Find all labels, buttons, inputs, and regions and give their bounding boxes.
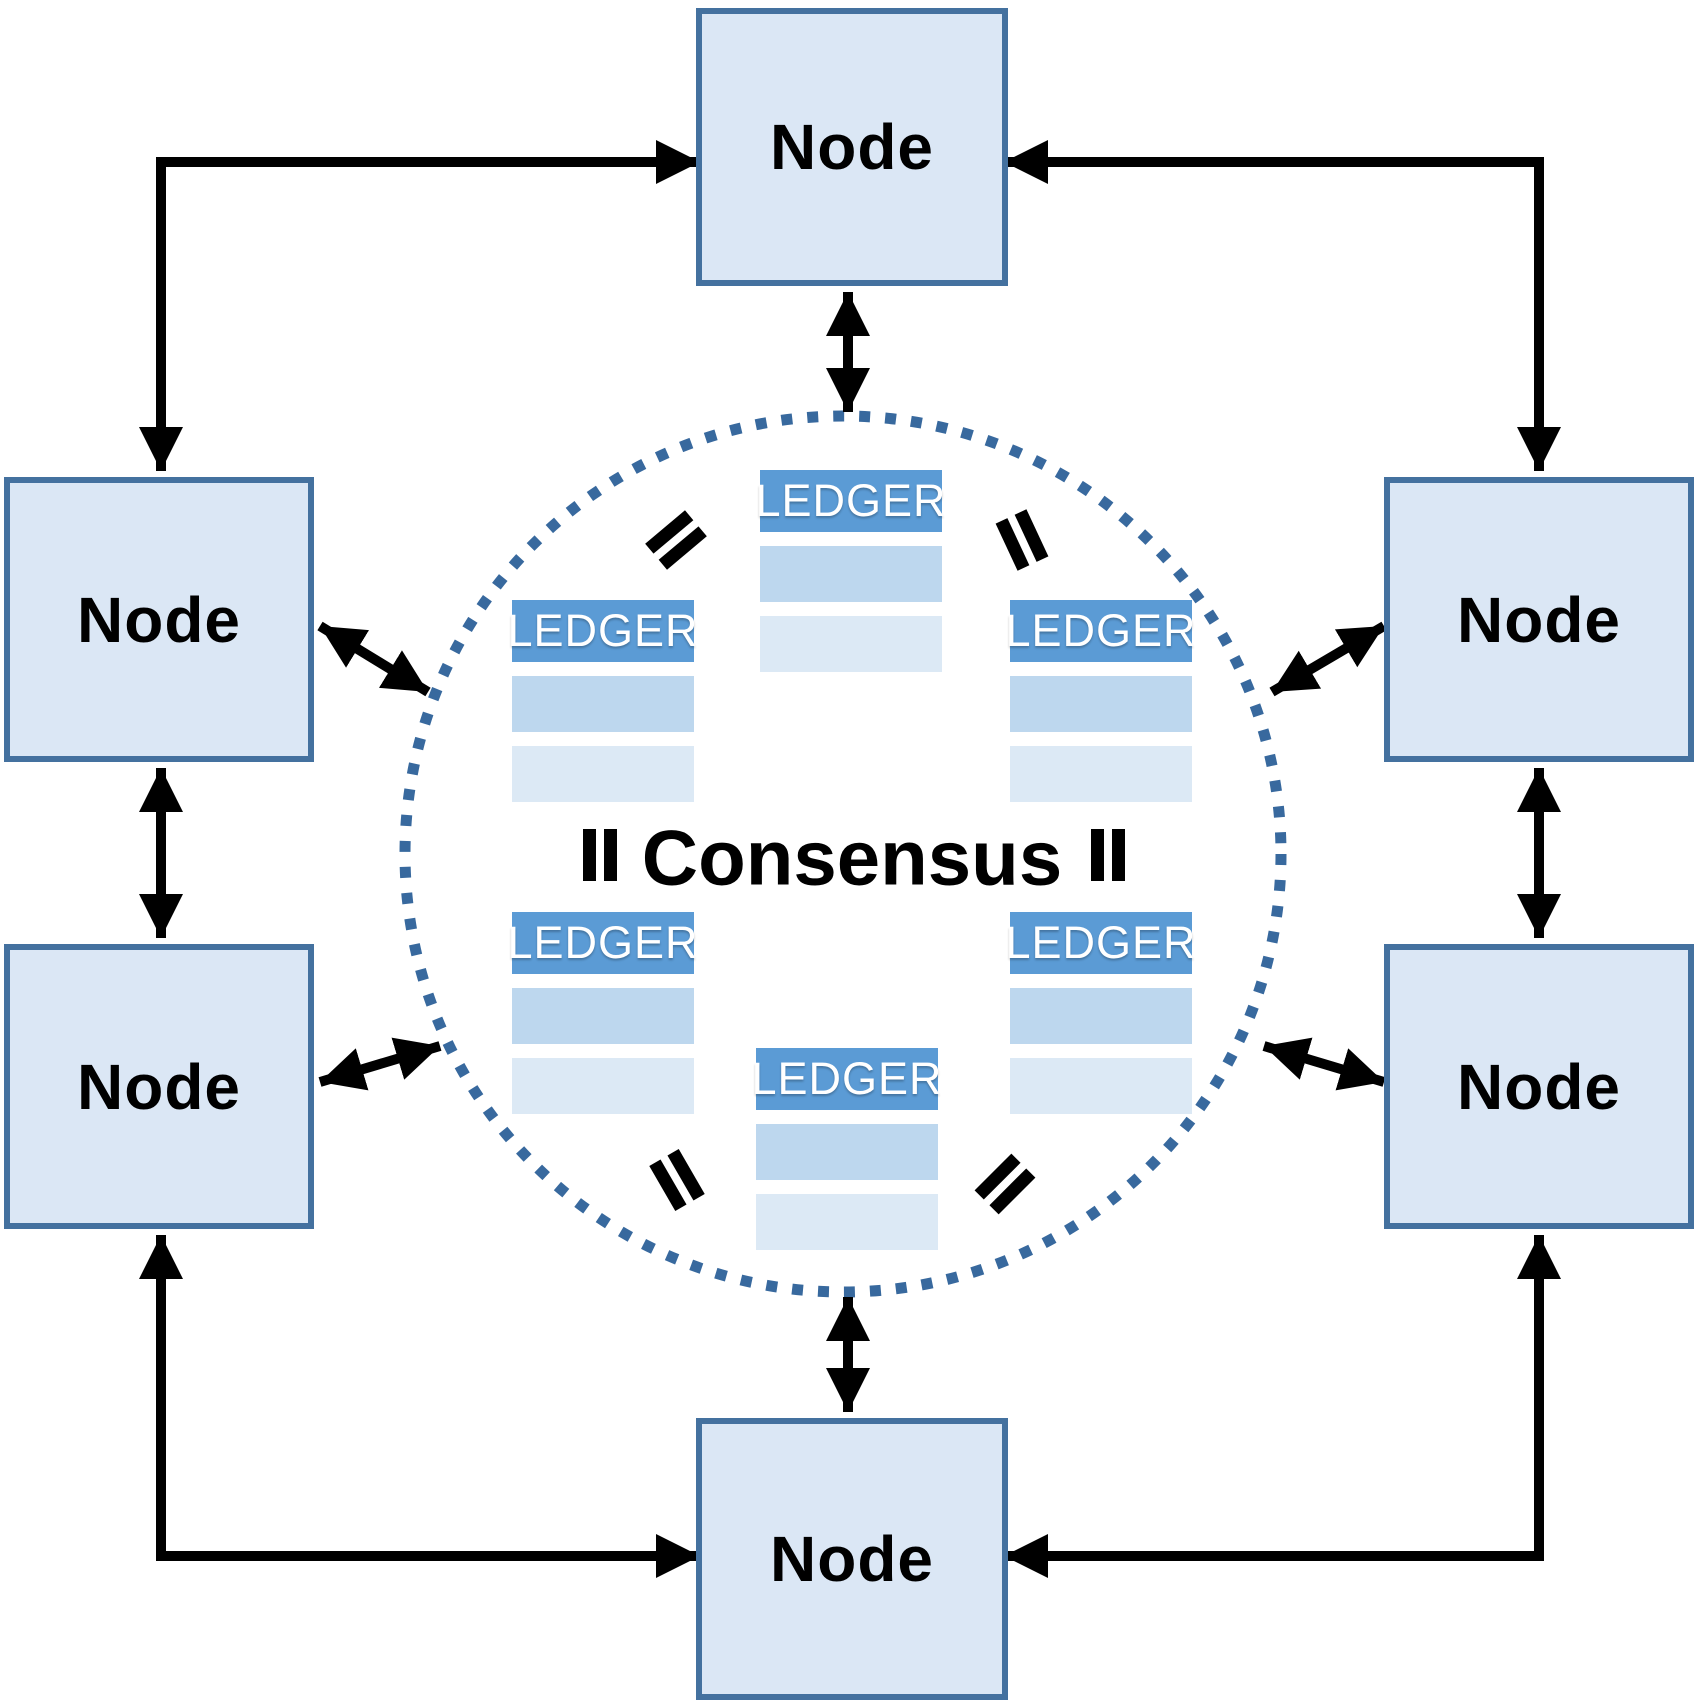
ledger-table-upper-right: LEDGER	[1005, 600, 1196, 802]
node-label: Node	[1457, 583, 1621, 656]
node-box-bottom: Node	[696, 1418, 1008, 1700]
ledger-table-bottom: LEDGER	[751, 1048, 942, 1250]
ledger-header: LEDGER	[1005, 912, 1196, 974]
ledger-row	[512, 676, 694, 732]
ledger-row	[512, 746, 694, 802]
ledger-row	[512, 1058, 694, 1114]
ledger-row	[512, 988, 694, 1044]
node-label: Node	[770, 1523, 934, 1595]
equals-icon-bottom-right	[974, 1153, 1036, 1215]
ledger-row	[760, 546, 942, 602]
ledger-table-upper-left: LEDGER	[507, 600, 698, 802]
ledger-row	[1010, 988, 1192, 1044]
ledger-header: LEDGER	[507, 600, 698, 662]
node-box-right-upper: Node	[1384, 477, 1694, 762]
node-box-left-lower: Node	[4, 944, 314, 1229]
consensus-circle-border	[399, 410, 1287, 1298]
equals-icon-top-left	[645, 510, 707, 570]
ledger-table-top: LEDGER	[755, 470, 946, 672]
ledger-header: LEDGER	[507, 912, 698, 974]
arrow-left-lower-to-circle	[318, 1037, 442, 1091]
ledger-row	[756, 1124, 938, 1180]
node-box-top: Node	[696, 8, 1008, 286]
arrow-top-node-to-right-upper-node	[1004, 139, 1562, 471]
equals-icon-bottom-left	[649, 1148, 705, 1212]
node-box-left-upper: Node	[4, 477, 314, 762]
arrow-left-upper-to-circle	[317, 621, 431, 697]
ledger-row	[1010, 676, 1192, 732]
ledger-header: LEDGER	[751, 1048, 942, 1110]
arrow-bottom-node-to-left-lower-node	[138, 1235, 700, 1579]
equals-icon-middle-right	[1091, 829, 1125, 881]
arrow-bottom-node-to-right-lower-node	[1004, 1235, 1562, 1579]
node-label: Node	[1457, 1050, 1621, 1123]
ledger-table-lower-right: LEDGER	[1005, 912, 1196, 1114]
ledger-header: LEDGER	[755, 470, 946, 532]
consensus-title: Consensus	[641, 813, 1063, 902]
ledger-header: LEDGER	[1005, 600, 1196, 662]
ledger-row	[756, 1194, 938, 1250]
ledger-row	[760, 616, 942, 672]
ledger-table-lower-left: LEDGER	[507, 912, 698, 1114]
arrow-right-lower-to-circle	[1262, 1037, 1386, 1091]
ledger-row	[1010, 746, 1192, 802]
node-label: Node	[770, 111, 934, 183]
node-box-right-lower: Node	[1384, 944, 1694, 1229]
node-label: Node	[77, 583, 241, 656]
node-label: Node	[77, 1050, 241, 1123]
equals-icon-middle-left	[583, 829, 617, 881]
arrow-right-upper-to-circle	[1269, 621, 1387, 697]
equals-icon-top-right	[995, 509, 1049, 571]
ledger-row	[1010, 1058, 1192, 1114]
arrow-top-node-to-left-upper-node	[138, 139, 700, 471]
